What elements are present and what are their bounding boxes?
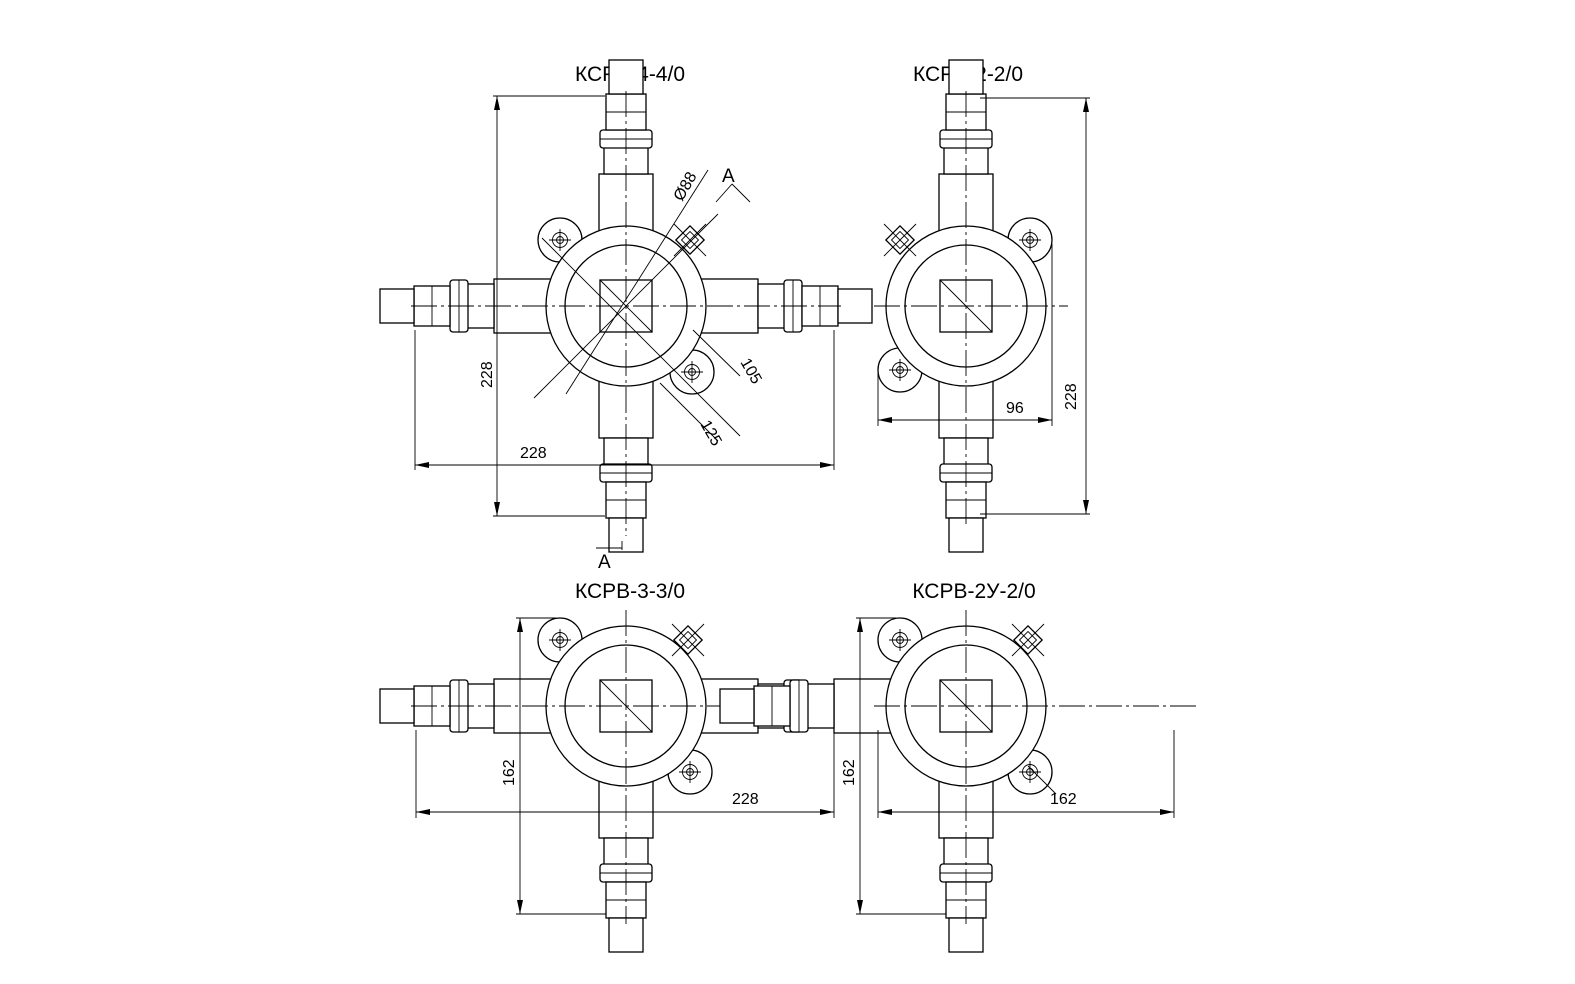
section-mark-top: A: [722, 166, 735, 187]
dim-height: 228: [479, 361, 496, 388]
section-mark-bottom: A: [598, 552, 611, 573]
view-ksrv-4-4-0: КСРВ-4-4/0 Ø88 10: [379, 59, 873, 573]
dim-height: 228: [1063, 383, 1080, 410]
earth-screw-icon: [883, 223, 917, 257]
dim-width: 228: [520, 445, 547, 462]
earth-screw-icon: [673, 223, 707, 257]
dim-dia-88: Ø88: [671, 169, 701, 204]
view-title: КСРВ-2У-2/0: [912, 580, 1035, 603]
dim-height: 162: [501, 759, 518, 786]
view-title: КСРВ-3-3/0: [575, 580, 685, 603]
dim-width: 228: [732, 791, 759, 808]
dim-125: 125: [697, 418, 725, 450]
dim-105: 105: [737, 356, 765, 388]
dim-lug-span: 96: [1006, 400, 1024, 417]
view-ksrv-2-2-0: КСРВ-2-2/0 228 96: [874, 59, 1090, 553]
dim-height: 162: [841, 759, 858, 786]
dim-width: 162: [1050, 791, 1077, 808]
earth-screw-icon: [1011, 623, 1045, 657]
earth-screw-icon: [671, 623, 705, 657]
view-ksrv-2u-2-0: КСРВ-2У-2/0 162 162: [719, 580, 1196, 953]
view-ksrv-3-3-0: КСРВ-3-3/0 162 228: [379, 580, 873, 953]
